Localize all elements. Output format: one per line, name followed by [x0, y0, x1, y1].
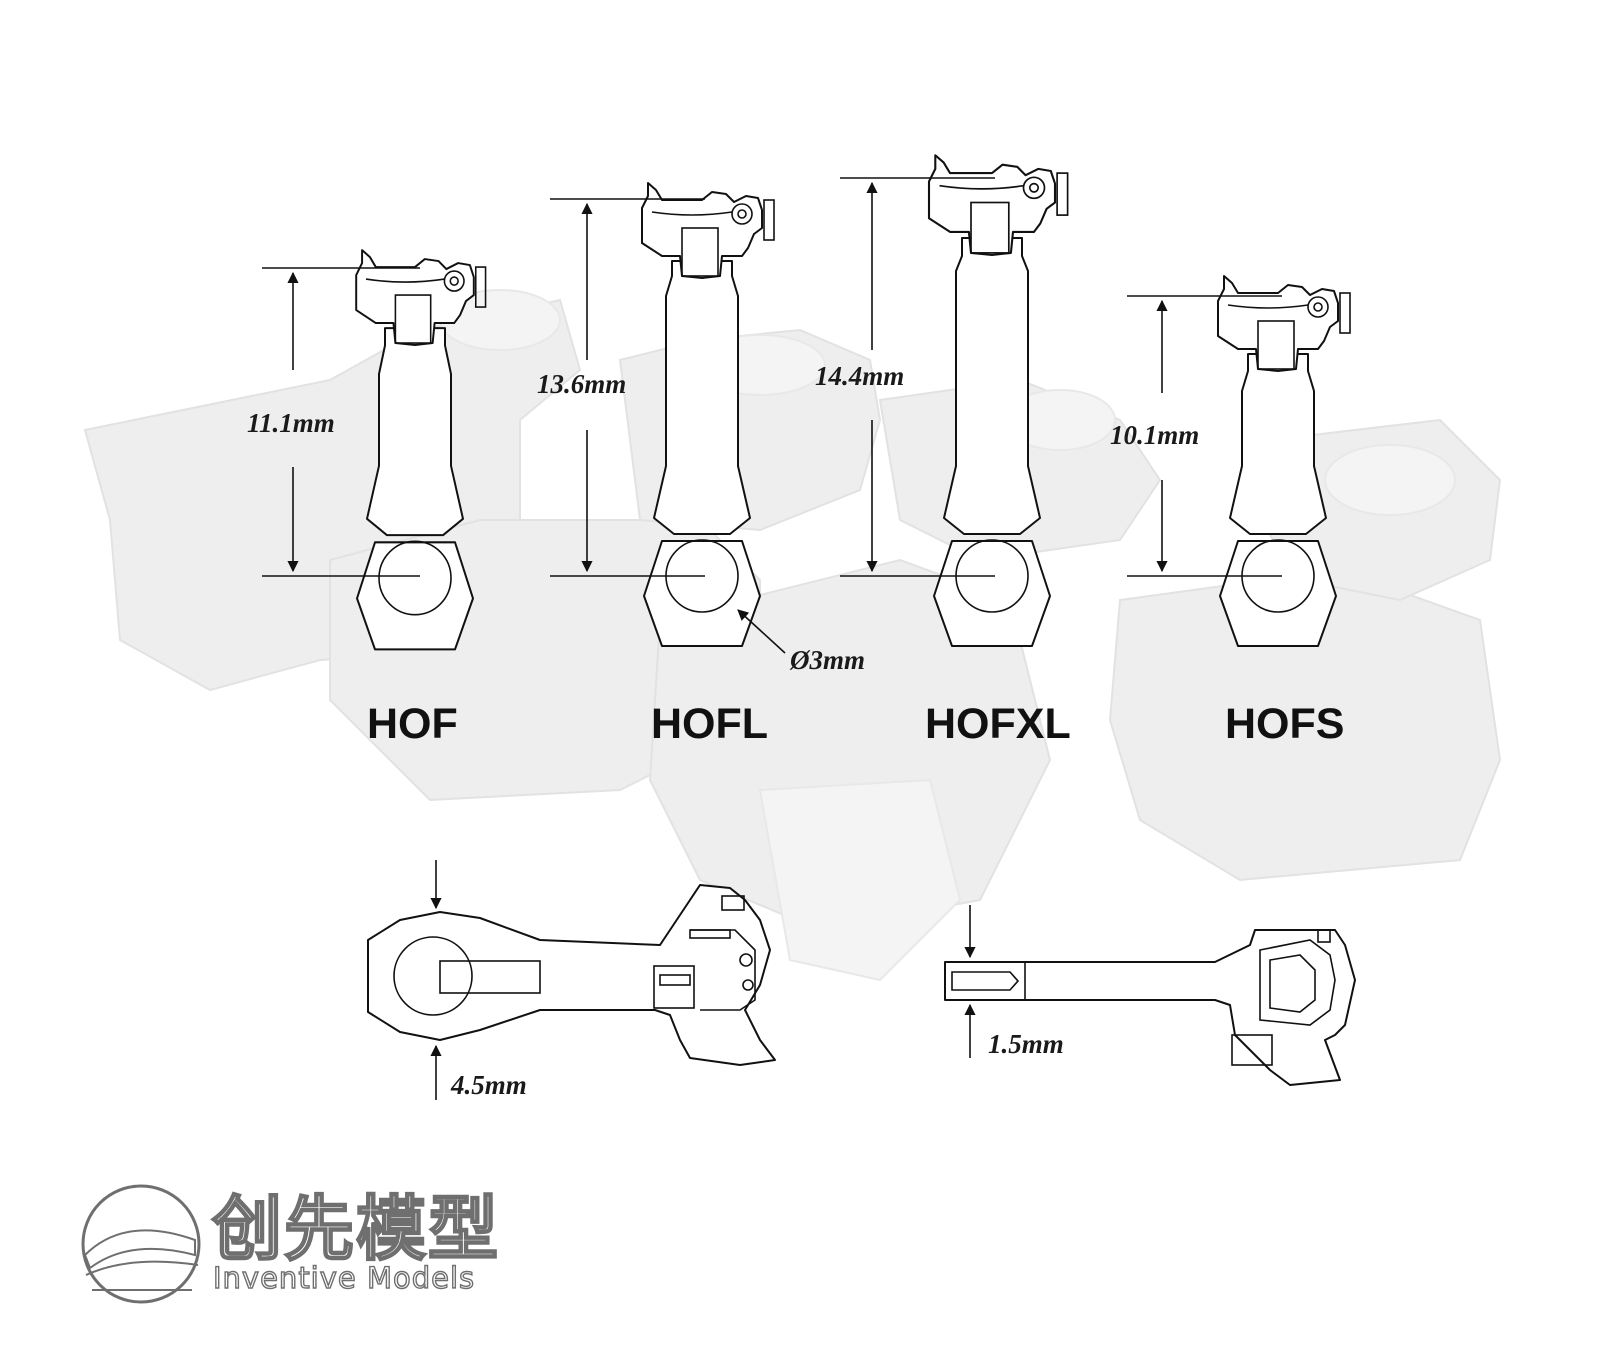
- hofl-height-label: 13.6mm: [537, 369, 626, 399]
- coupler-side-view-thick: [367, 884, 776, 1066]
- dimension-hofs-height: [1127, 295, 1282, 577]
- hofs-model-label: HOFS: [1225, 700, 1344, 748]
- hof-height-label: 11.1mm: [247, 408, 335, 438]
- coupler-hofs-front-view: [1217, 275, 1351, 647]
- dimension-hofxl-height: [840, 177, 995, 577]
- hofxl-model-label: HOFXL: [925, 700, 1071, 748]
- hofs-height-label: 10.1mm: [1110, 420, 1199, 450]
- hofl-model-label: HOFL: [651, 700, 768, 748]
- coupler-hofxl-front-view: [927, 154, 1069, 647]
- hole-diameter-label: Ø3mm: [789, 645, 865, 675]
- brand-emblem-icon: [81, 1184, 201, 1304]
- hofxl-height-label: 14.4mm: [815, 361, 904, 391]
- hole-diameter-leader: [737, 609, 786, 654]
- coupler-hofl-front-view: [641, 182, 775, 647]
- brand-chinese-name: 创先模型: [211, 1188, 500, 1270]
- dimension-hofl-height: [550, 198, 705, 577]
- side-right-thickness-label: 1.5mm: [988, 1029, 1064, 1059]
- side-left-thickness-label: 4.5mm: [450, 1070, 527, 1100]
- brand-english-name: Inventive Models: [213, 1261, 475, 1295]
- dimension-hof-height: [262, 267, 420, 577]
- brand-logo: 创先模型 Inventive Models: [81, 1184, 500, 1304]
- coupler-side-view-thin: [944, 929, 1356, 1086]
- hof-model-label: HOF: [367, 700, 458, 748]
